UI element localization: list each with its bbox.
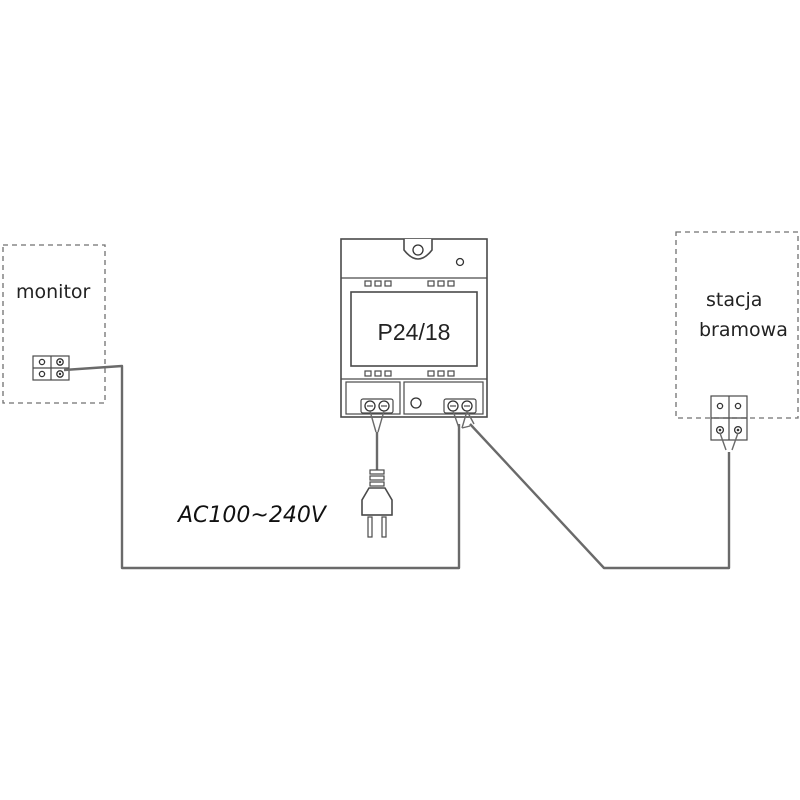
- gate-station-bus-wire: [469, 423, 731, 570]
- mains-voltage-label: AC100~240V: [176, 503, 328, 528]
- monitor-bus-wire: [63, 364, 461, 570]
- monitor-unit: monitor: [2, 244, 106, 404]
- mains-plug: [361, 469, 393, 538]
- output-leads: [452, 410, 475, 429]
- power-supply-label: P24/18: [378, 319, 451, 345]
- gate-station-label-line1: stacja: [706, 289, 762, 311]
- bottom-screw: [410, 397, 422, 409]
- monitor-terminal-block: [32, 355, 70, 381]
- label-window: [350, 291, 478, 367]
- power-supply-unit: P24/18: [340, 238, 488, 418]
- gate-station-unit: stacja bramowa: [675, 231, 799, 451]
- input-leads: [369, 410, 385, 433]
- status-led: [455, 257, 465, 267]
- monitor-label: monitor: [16, 281, 91, 303]
- input-terminal: [360, 398, 394, 414]
- gate-station-terminal-block: [710, 395, 748, 451]
- wiring: [63, 364, 731, 570]
- gate-station-label-line2: bramowa: [699, 319, 788, 341]
- monitor-dashed-box: [2, 244, 106, 404]
